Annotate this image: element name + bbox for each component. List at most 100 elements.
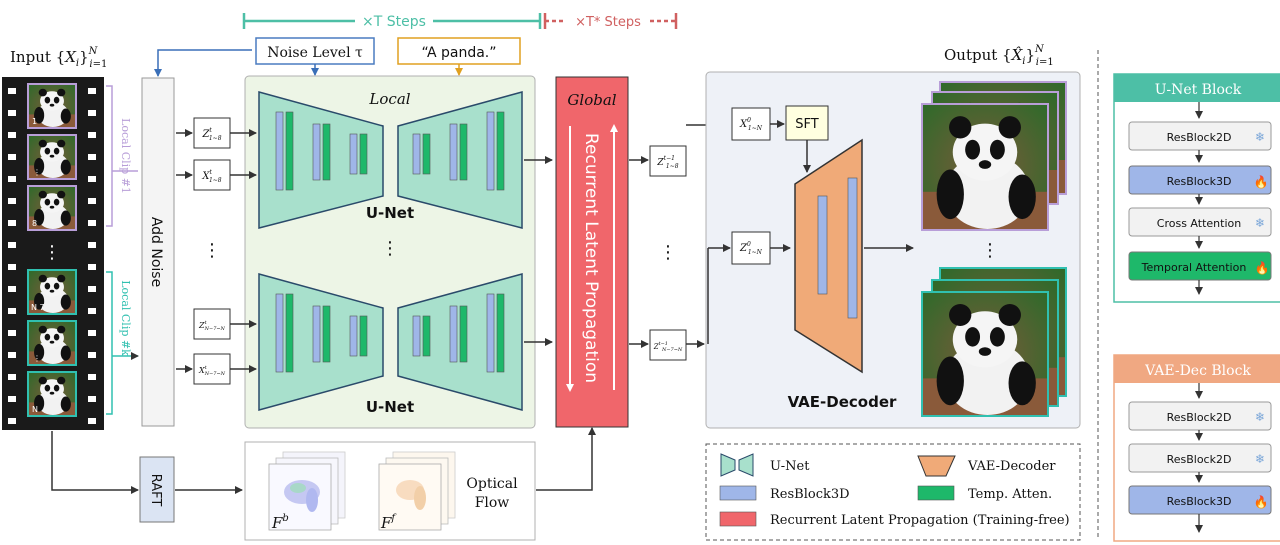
unet-block-item: Cross Attention ❄ bbox=[1128, 207, 1272, 237]
output-frames-top bbox=[921, 81, 1067, 231]
legend-unet: U-Net bbox=[720, 453, 810, 477]
vae-block-item-label: ResBlock2D bbox=[1167, 453, 1232, 466]
unet-top: U-Net bbox=[258, 91, 523, 229]
legend-resblock3d-label: ResBlock3D bbox=[770, 487, 850, 502]
input-frame: ⋮ bbox=[27, 320, 77, 366]
rlp-label: Recurrent Latent Propagation bbox=[581, 133, 601, 383]
vae-decoder-shape bbox=[794, 138, 863, 374]
steps-extra-label: ×T* Steps bbox=[575, 15, 641, 30]
unet-block-item-label: Temporal Attention bbox=[1141, 261, 1247, 274]
frame-label: 1 bbox=[32, 117, 37, 126]
filmstrip-ellipsis: ⋮ bbox=[43, 242, 61, 263]
frame-label: N bbox=[32, 405, 38, 414]
unet-block-item-label: ResBlock3D bbox=[1167, 175, 1232, 188]
legend: U-Net VAE-Decoder ResBlock3D Temp. Atten… bbox=[705, 443, 1081, 541]
local-clip-k-bracket: Local Clip #k bbox=[106, 271, 139, 415]
local-clip-1-label: Local Clip #1 bbox=[119, 118, 132, 194]
latent-ellipsis-right: ⋮ bbox=[659, 242, 677, 263]
snowflake-icon: ❄ bbox=[1255, 130, 1265, 144]
input-frame: N bbox=[27, 371, 77, 417]
unet-block-item: ResBlock3D 🔥 bbox=[1128, 165, 1272, 195]
vae-block-item-label: ResBlock3D bbox=[1167, 495, 1232, 508]
legend-temp-atten-label: Temp. Atten. bbox=[968, 487, 1052, 502]
flame-icon: 🔥 bbox=[1254, 495, 1269, 509]
snowflake-icon: ❄ bbox=[1255, 452, 1265, 466]
output-ellipsis: ⋮ bbox=[981, 240, 999, 261]
vae-block-title: VAE-Dec Block bbox=[1144, 363, 1251, 379]
sft-label: SFT bbox=[795, 117, 819, 132]
steps-bar: ×T Steps ×T* Steps bbox=[242, 10, 678, 32]
global-label: Global bbox=[567, 91, 616, 109]
input-frame: N 7 bbox=[27, 269, 77, 315]
vae-block-item: ResBlock3D 🔥 bbox=[1128, 485, 1272, 515]
input-frame: ⋮ bbox=[27, 134, 77, 180]
raft-label: RAFT bbox=[148, 474, 163, 507]
local-unet-panel: Local U-Net ⋮ bbox=[244, 75, 536, 429]
input-frame: 8 bbox=[27, 185, 77, 231]
legend-resblock3d: ResBlock3D bbox=[719, 485, 850, 502]
unet-ellipsis: ⋮ bbox=[381, 238, 399, 259]
optical-flow-label-1: Optical bbox=[466, 476, 518, 492]
frame-label: N 7 bbox=[31, 303, 45, 312]
unet-bottom-label: U-Net bbox=[366, 398, 414, 416]
unet-block-item: ResBlock2D ❄ bbox=[1128, 121, 1272, 151]
local-clip-1-bracket: Local Clip #1 bbox=[106, 85, 138, 227]
vae-decoder-label: VAE-Decoder bbox=[788, 393, 897, 411]
input-filmstrip: 1 ⋮ 8 ⋮ N 7 ⋮ N bbox=[2, 77, 104, 430]
vae-block-item: ResBlock2D ❄ bbox=[1128, 443, 1272, 473]
unet-block-item: Temporal Attention 🔥 bbox=[1128, 251, 1272, 281]
frame-label: 8 bbox=[32, 219, 37, 228]
noise-level-box: Noise Level τ bbox=[255, 37, 375, 65]
unet-block-panel: U-Net Block ResBlock2D ❄ ResBlock3D 🔥 Cr… bbox=[1113, 73, 1280, 303]
vae-block-item: ResBlock2D ❄ bbox=[1128, 401, 1272, 431]
frame-label: ⋮ bbox=[33, 168, 41, 177]
sft-block: SFT bbox=[785, 105, 829, 141]
legend-unet-label: U-Net bbox=[770, 459, 810, 474]
optical-flow-panel: Fb Ff Optical Flow bbox=[244, 441, 536, 541]
unet-block-title: U-Net Block bbox=[1155, 82, 1242, 98]
unet-block-item-label: ResBlock2D bbox=[1167, 131, 1232, 144]
add-noise-block: Add Noise bbox=[141, 77, 175, 427]
unet-top-label: U-Net bbox=[366, 204, 414, 222]
vae-block-item-label: ResBlock2D bbox=[1167, 411, 1232, 424]
raft-block: RAFT bbox=[139, 456, 175, 523]
latent-ellipsis-left: ⋮ bbox=[203, 240, 221, 261]
legend-vae: VAE-Decoder bbox=[917, 455, 1056, 477]
vae-dec-block-panel: VAE-Dec Block ResBlock2D ❄ ResBlock2D ❄ … bbox=[1113, 354, 1280, 542]
unet-block-item-label: Cross Attention bbox=[1157, 217, 1241, 230]
legend-rlp-label: Recurrent Latent Propagation (Training-f… bbox=[770, 513, 1070, 528]
output-frames-bottom bbox=[921, 267, 1067, 417]
flame-icon: 🔥 bbox=[1255, 261, 1270, 275]
local-clip-k-label: Local Clip #k bbox=[119, 280, 132, 356]
local-label: Local bbox=[368, 90, 410, 108]
unet-bottom: U-Net bbox=[258, 273, 523, 416]
snowflake-icon: ❄ bbox=[1255, 216, 1265, 230]
input-frame: 1 bbox=[27, 83, 77, 129]
svg-text:Zt−11~8: Zt−11~8 bbox=[656, 155, 678, 170]
optical-flow-label-2: Flow bbox=[475, 495, 510, 511]
prompt-label: “A panda.” bbox=[422, 45, 497, 61]
noise-level-label: Noise Level τ bbox=[267, 45, 363, 61]
add-noise-label: Add Noise bbox=[148, 217, 164, 287]
frame-label: ⋮ bbox=[33, 354, 41, 363]
flame-icon: 🔥 bbox=[1254, 175, 1269, 189]
prompt-box: “A panda.” bbox=[397, 37, 521, 65]
legend-temp-atten: Temp. Atten. bbox=[917, 485, 1052, 502]
global-rlp-block: Global Recurrent Latent Propagation bbox=[555, 76, 629, 428]
snowflake-icon: ❄ bbox=[1255, 410, 1265, 424]
steps-main-label: ×T Steps bbox=[362, 14, 426, 30]
legend-rlp: Recurrent Latent Propagation (Training-f… bbox=[719, 511, 1070, 528]
legend-vae-label: VAE-Decoder bbox=[967, 459, 1056, 474]
